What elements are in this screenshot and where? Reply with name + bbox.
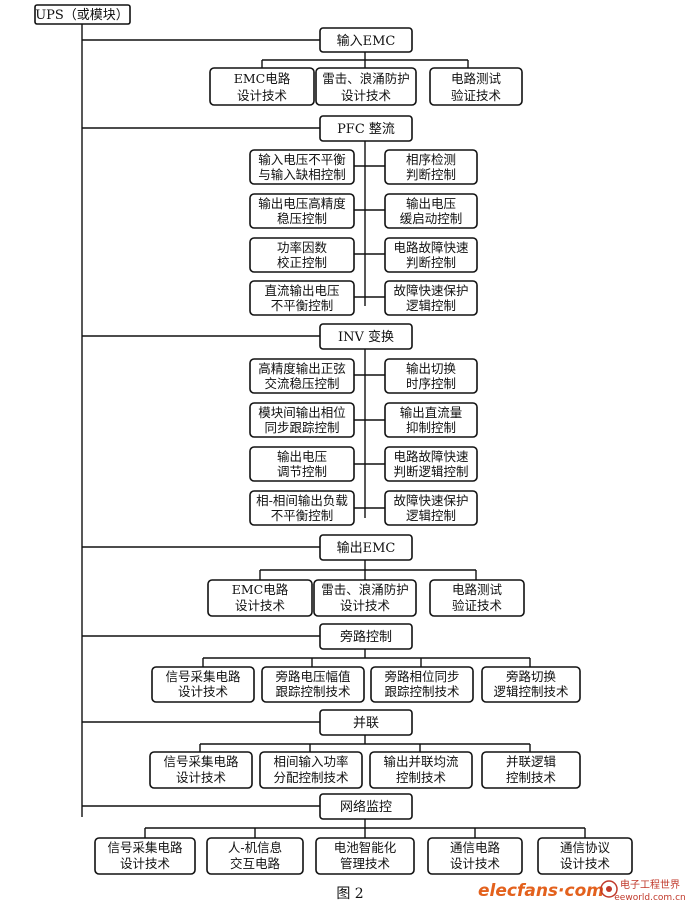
section-input-emc: 输入EMC EMC电路 设计技术 雷击、浪涌防护 设计技术 电路测试 验证技术	[209, 27, 523, 106]
node-line: 不平衡控制	[271, 508, 334, 523]
node-line: 抑制控制	[406, 420, 456, 435]
section-title: PFC 整流	[337, 122, 395, 137]
node-line: 故障快速保护	[393, 493, 468, 508]
section-output-emc: 输出EMC EMC电路 设计技术 雷击、浪涌防护 设计技术 电路测试 验证技术	[207, 534, 525, 617]
node-line: 跟踪控制技术	[384, 684, 460, 699]
node-line: EMC电路	[232, 582, 289, 597]
node-line: 设计技术	[237, 88, 288, 103]
watermark-logo-icon	[600, 880, 618, 898]
node-line: 电路测试	[452, 582, 503, 597]
node-line: 输出切换	[406, 361, 457, 376]
node-line: 电路测试	[451, 71, 502, 86]
section-pfc: PFC 整流 输入电压不平衡 与输入缺相控制 输出电压高精度 稳压控制 功率因数…	[249, 115, 478, 316]
node-line: EMC电路	[234, 71, 291, 86]
node-line: 逻辑控制	[406, 508, 456, 523]
root-label: UPS（或模块）	[35, 8, 129, 23]
section-inv: INV 变换 高精度输出正弦 交流稳压控制 模块间输出相位 同步跟踪控制 输出电…	[249, 323, 478, 526]
node-line: 电池智能化	[334, 840, 397, 855]
node-line: 控制技术	[506, 770, 557, 785]
node-line: 输出并联均流	[383, 754, 459, 769]
node-line: 雷击、浪涌防护	[321, 582, 409, 597]
node-line: 输出电压	[406, 196, 456, 211]
node-line: 相-相间输出负载	[256, 493, 348, 508]
node-line: 同步跟踪控制	[264, 420, 339, 435]
section-title: 输入EMC	[337, 33, 396, 49]
figure-caption: 图 2	[336, 886, 363, 902]
node-line: 并联逻辑	[506, 754, 556, 769]
node-line: 判断逻辑控制	[393, 464, 468, 479]
node-line: 旁路切换	[506, 669, 557, 684]
node-line: 输出电压高精度	[258, 196, 346, 211]
node-line: 交互电路	[230, 856, 281, 871]
node-line: 相序检测	[406, 152, 456, 167]
node-line: 不平衡控制	[271, 298, 334, 313]
section-title: INV 变换	[338, 329, 394, 345]
node-line: 验证技术	[452, 598, 503, 613]
node-line: 旁路相位同步	[384, 669, 459, 684]
node-line: 设计技术	[120, 856, 171, 871]
node-line: 设计技术	[450, 856, 501, 871]
node-line: 信号采集电路	[165, 669, 241, 684]
node-line: 模块间输出相位	[258, 405, 346, 420]
node-line: 输入电压不平衡	[258, 152, 346, 167]
section-bypass: 旁路控制 信号采集电路 设计技术 旁路电压幅值 跟踪控制技术 旁路相位同步 跟踪…	[151, 623, 581, 703]
node-line: 通信协议	[560, 840, 611, 855]
watermark: elecfans·com 电子工程世界 eeworld.com.cn	[478, 878, 686, 903]
node-line: 判断控制	[406, 167, 456, 182]
node-line: 旁路电压幅值	[275, 669, 350, 684]
node-line: 输出直流量	[400, 405, 463, 420]
node-line: 控制技术	[396, 770, 447, 785]
node-line: 交流稳压控制	[264, 376, 339, 391]
watermark-brand: elecfans·com	[478, 881, 604, 901]
node-line: 电路故障快速	[393, 240, 469, 255]
node-line: 信号采集电路	[107, 840, 183, 855]
node-line: 管理技术	[340, 856, 391, 871]
node-line: 故障快速保护	[393, 283, 468, 298]
node-line: 校正控制	[277, 255, 327, 270]
node-line: 输出电压	[277, 449, 327, 464]
section-title: 网络监控	[340, 799, 392, 815]
node-line: 调节控制	[277, 464, 327, 479]
section-parallel: 并联 信号采集电路 设计技术 相间输入功率 分配控制技术 输出并联均流 控制技术…	[149, 709, 581, 789]
node-line: 跟踪控制技术	[275, 684, 351, 699]
section-title: 旁路控制	[340, 629, 392, 645]
node-line: 设计技术	[560, 856, 611, 871]
section-title: 并联	[353, 716, 379, 731]
node-line: 设计技术	[341, 88, 392, 103]
node-line: 稳压控制	[277, 211, 327, 226]
node-line: 设计技术	[178, 684, 229, 699]
section-title: 输出EMC	[337, 540, 396, 556]
node-line: 验证技术	[451, 88, 502, 103]
watermark-cn: 电子工程世界	[620, 878, 680, 891]
node-line: 判断控制	[406, 255, 456, 270]
node-line: 时序控制	[406, 376, 456, 391]
node-line: 分配控制技术	[273, 770, 349, 785]
node-line: 功率因数	[277, 240, 328, 255]
watermark-small: eeworld.com.cn	[614, 893, 685, 903]
section-network-monitoring: 网络监控 信号采集电路 设计技术 人-机信息 交互电路 电池智能化 管理技术 通…	[94, 793, 633, 875]
root-node: UPS（或模块）	[34, 4, 131, 25]
node-line: 设计技术	[176, 770, 227, 785]
node-line: 设计技术	[340, 598, 391, 613]
node-line: 逻辑控制技术	[493, 684, 569, 699]
node-line: 人-机信息	[228, 840, 282, 855]
node-line: 电路故障快速	[393, 449, 469, 464]
node-line: 雷击、浪涌防护	[322, 71, 410, 86]
node-line: 通信电路	[450, 840, 501, 855]
node-line: 信号采集电路	[163, 754, 239, 769]
node-line: 设计技术	[235, 598, 286, 613]
node-line: 缓启动控制	[400, 211, 463, 226]
node-line: 与输入缺相控制	[258, 167, 346, 182]
node-line: 高精度输出正弦	[258, 361, 346, 376]
connector-lines	[81, 24, 586, 838]
node-line: 直流输出电压	[264, 283, 339, 298]
node-line: 相间输入功率	[273, 754, 348, 769]
node-line: 逻辑控制	[406, 298, 456, 313]
